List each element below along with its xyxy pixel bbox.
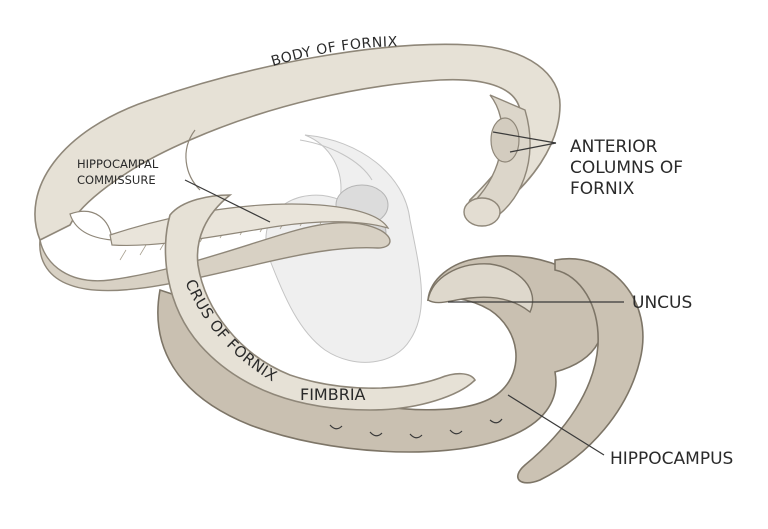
label-hippocampal-commissure-line1: HIPPOCAMPAL: [77, 157, 159, 171]
leader-hippocampus: [507, 394, 605, 456]
label-uncus: UNCUS: [632, 293, 692, 313]
label-anterior-columns-line3: FORNIX: [570, 179, 635, 199]
leader-anterior-columns-2: [509, 142, 557, 153]
leader-hippocampal-commissure: [184, 179, 271, 223]
label-anterior-columns-line2: COLUMNS OF: [570, 158, 683, 178]
fornix-shape: [34, 43, 561, 411]
label-hippocampal-commissure-line2: COMMISSURE: [77, 173, 156, 187]
leader-lines: [184, 131, 624, 456]
label-anterior-columns-line1: ANTERIOR: [570, 137, 658, 157]
hippocampus-shape: [157, 255, 644, 484]
leader-anterior-columns-1: [492, 131, 557, 144]
label-hippocampus: HIPPOCAMPUS: [610, 449, 733, 469]
label-fimbria: FIMBRIA: [300, 385, 366, 404]
